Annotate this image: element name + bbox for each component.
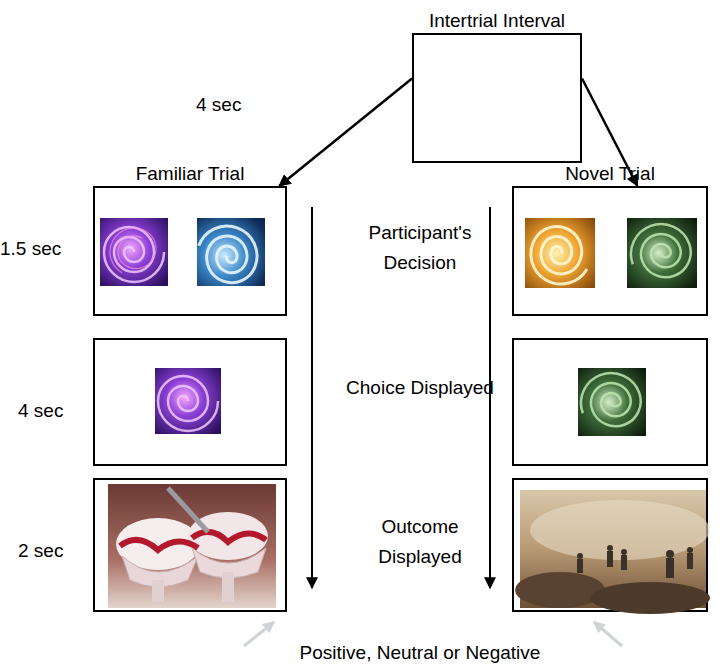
rock [590, 582, 710, 614]
box-heading: Novel Trial [474, 163, 720, 185]
fractal-fill [100, 218, 168, 286]
duration-label: 4 sec [196, 90, 266, 120]
choice-frame [94, 339, 286, 465]
fractal-image [573, 365, 648, 437]
outcome-note: Positive, Neutral or Negative [200, 638, 640, 666]
soldier [666, 550, 674, 558]
soldier [577, 559, 583, 573]
stage-label: Choice Displayed [345, 373, 495, 403]
rock [515, 572, 605, 608]
soldier [687, 547, 693, 553]
soldier [687, 553, 693, 569]
syrup [120, 540, 198, 550]
soldier [621, 549, 627, 555]
duration-label: 1.5 sec [0, 234, 70, 264]
glass-stem [152, 580, 164, 602]
fractal-image [155, 368, 221, 434]
fractal-fill [155, 368, 221, 434]
ice-cream-photo [108, 484, 276, 608]
glass-stem [222, 572, 234, 602]
fractal-spiral [623, 216, 698, 288]
soldiers-photo [515, 490, 710, 614]
pointer-arrow [244, 622, 274, 646]
soldier [607, 545, 613, 551]
flow-arrow [279, 79, 412, 187]
choice-frame [513, 339, 707, 465]
stage-label: Outcome Displayed [345, 512, 495, 572]
fractal-image [520, 217, 599, 295]
time-arrow [311, 207, 313, 588]
pointer-arrow [594, 622, 622, 646]
interval-box: Intertrial Interval [412, 33, 582, 163]
photo-background [108, 484, 276, 608]
fractal-spiral [520, 217, 599, 295]
syrup [192, 532, 266, 542]
trial-box: Novel Trial [512, 186, 708, 316]
fractal-image [623, 216, 698, 288]
box-heading: Familiar Trial [55, 163, 325, 185]
ice-cream-scoop [188, 512, 268, 560]
outcome-frame [94, 479, 286, 611]
soldier [621, 555, 627, 570]
trial-box: Familiar Trial [93, 186, 287, 316]
stage-label: Participant's Decision [345, 218, 495, 278]
spoon [168, 488, 208, 532]
soldier [577, 553, 583, 559]
fractal-spiral [190, 218, 265, 290]
soldier-figures [577, 545, 693, 578]
fractal-spiral [158, 376, 218, 431]
fractal-spiral [573, 365, 648, 437]
duration-label: 2 sec [18, 536, 88, 566]
dust-haze [530, 500, 710, 560]
soldier [666, 558, 674, 578]
fractal-image [190, 218, 265, 290]
fractal-spiral [101, 219, 163, 283]
fractal-image [100, 218, 168, 286]
box-heading: Intertrial Interval [374, 10, 620, 32]
soldier [607, 551, 613, 567]
duration-label: 4 sec [18, 396, 88, 426]
